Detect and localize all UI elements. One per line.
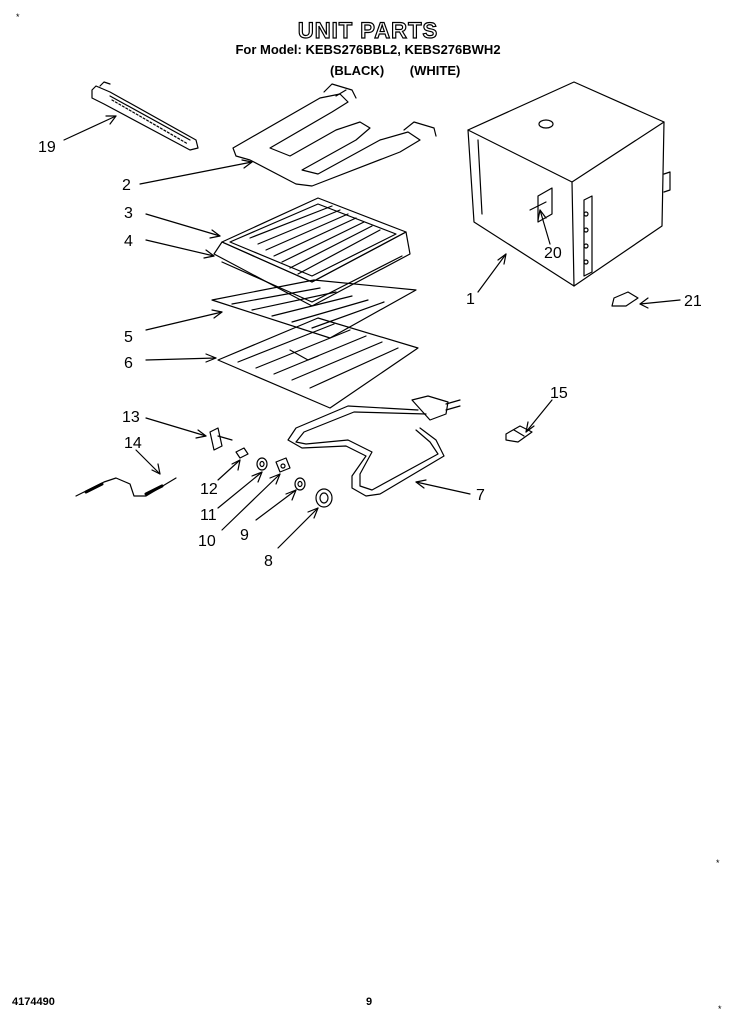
callout-15: 15 (550, 385, 568, 402)
callout-7: 7 (476, 487, 485, 504)
part-4-broiler-pan (213, 231, 411, 307)
color-white-label: (WHITE) (409, 63, 461, 78)
part-13-bracket (209, 427, 233, 451)
footer-page-number: 9 (366, 996, 373, 1008)
callout-20: 20 (544, 245, 562, 262)
part-14-probe (75, 477, 177, 497)
part-8-knob (315, 488, 333, 508)
model-colors: (BLACK) (WHITE) (330, 63, 460, 78)
part-6-oven-rack (217, 317, 419, 409)
callout-13: 13 (122, 409, 140, 426)
callout-19: 19 (38, 139, 56, 156)
part-21-clip (611, 291, 639, 307)
part-5-oven-rack (211, 279, 417, 339)
corner-mark-right: * (716, 858, 720, 868)
callout-1: 1 (466, 291, 475, 308)
callout-21: 21 (684, 293, 702, 310)
part-15-block (505, 425, 533, 443)
part-19-bracket (91, 81, 199, 151)
callout-14: 14 (124, 435, 142, 452)
callout-10: 10 (198, 533, 216, 550)
part-12-bushing (235, 447, 249, 459)
footer-part-number: 4174490 (12, 996, 55, 1008)
callout-8: 8 (264, 553, 273, 570)
part-1-oven-cavity (467, 81, 671, 287)
callout-4: 4 (124, 233, 133, 250)
callout-3: 3 (124, 205, 133, 222)
part-20-bracket (529, 187, 553, 223)
callout-2: 2 (122, 177, 131, 194)
callout-12: 12 (200, 481, 218, 498)
part-2-broil-element (232, 83, 437, 187)
callout-9: 9 (240, 527, 249, 544)
part-3-broiler-grid (221, 197, 407, 283)
part-11-washer (256, 457, 268, 471)
part-7-bake-element (287, 395, 461, 497)
corner-mark-top-left: * (16, 12, 20, 22)
model-subtitle: For Model: KEBS276BBL2, KEBS276BWH2 (235, 42, 501, 57)
callout-5: 5 (124, 329, 133, 346)
leader-lines (63, 115, 681, 549)
callout-6: 6 (124, 355, 133, 372)
part-9-washer (294, 477, 306, 491)
page-title: UNIT PARTS (297, 17, 439, 43)
corner-mark-bottom-right: * (718, 1004, 722, 1014)
part-10-spacer (275, 457, 291, 473)
callout-11: 11 (200, 507, 217, 524)
color-black-label: (BLACK) (330, 63, 385, 78)
